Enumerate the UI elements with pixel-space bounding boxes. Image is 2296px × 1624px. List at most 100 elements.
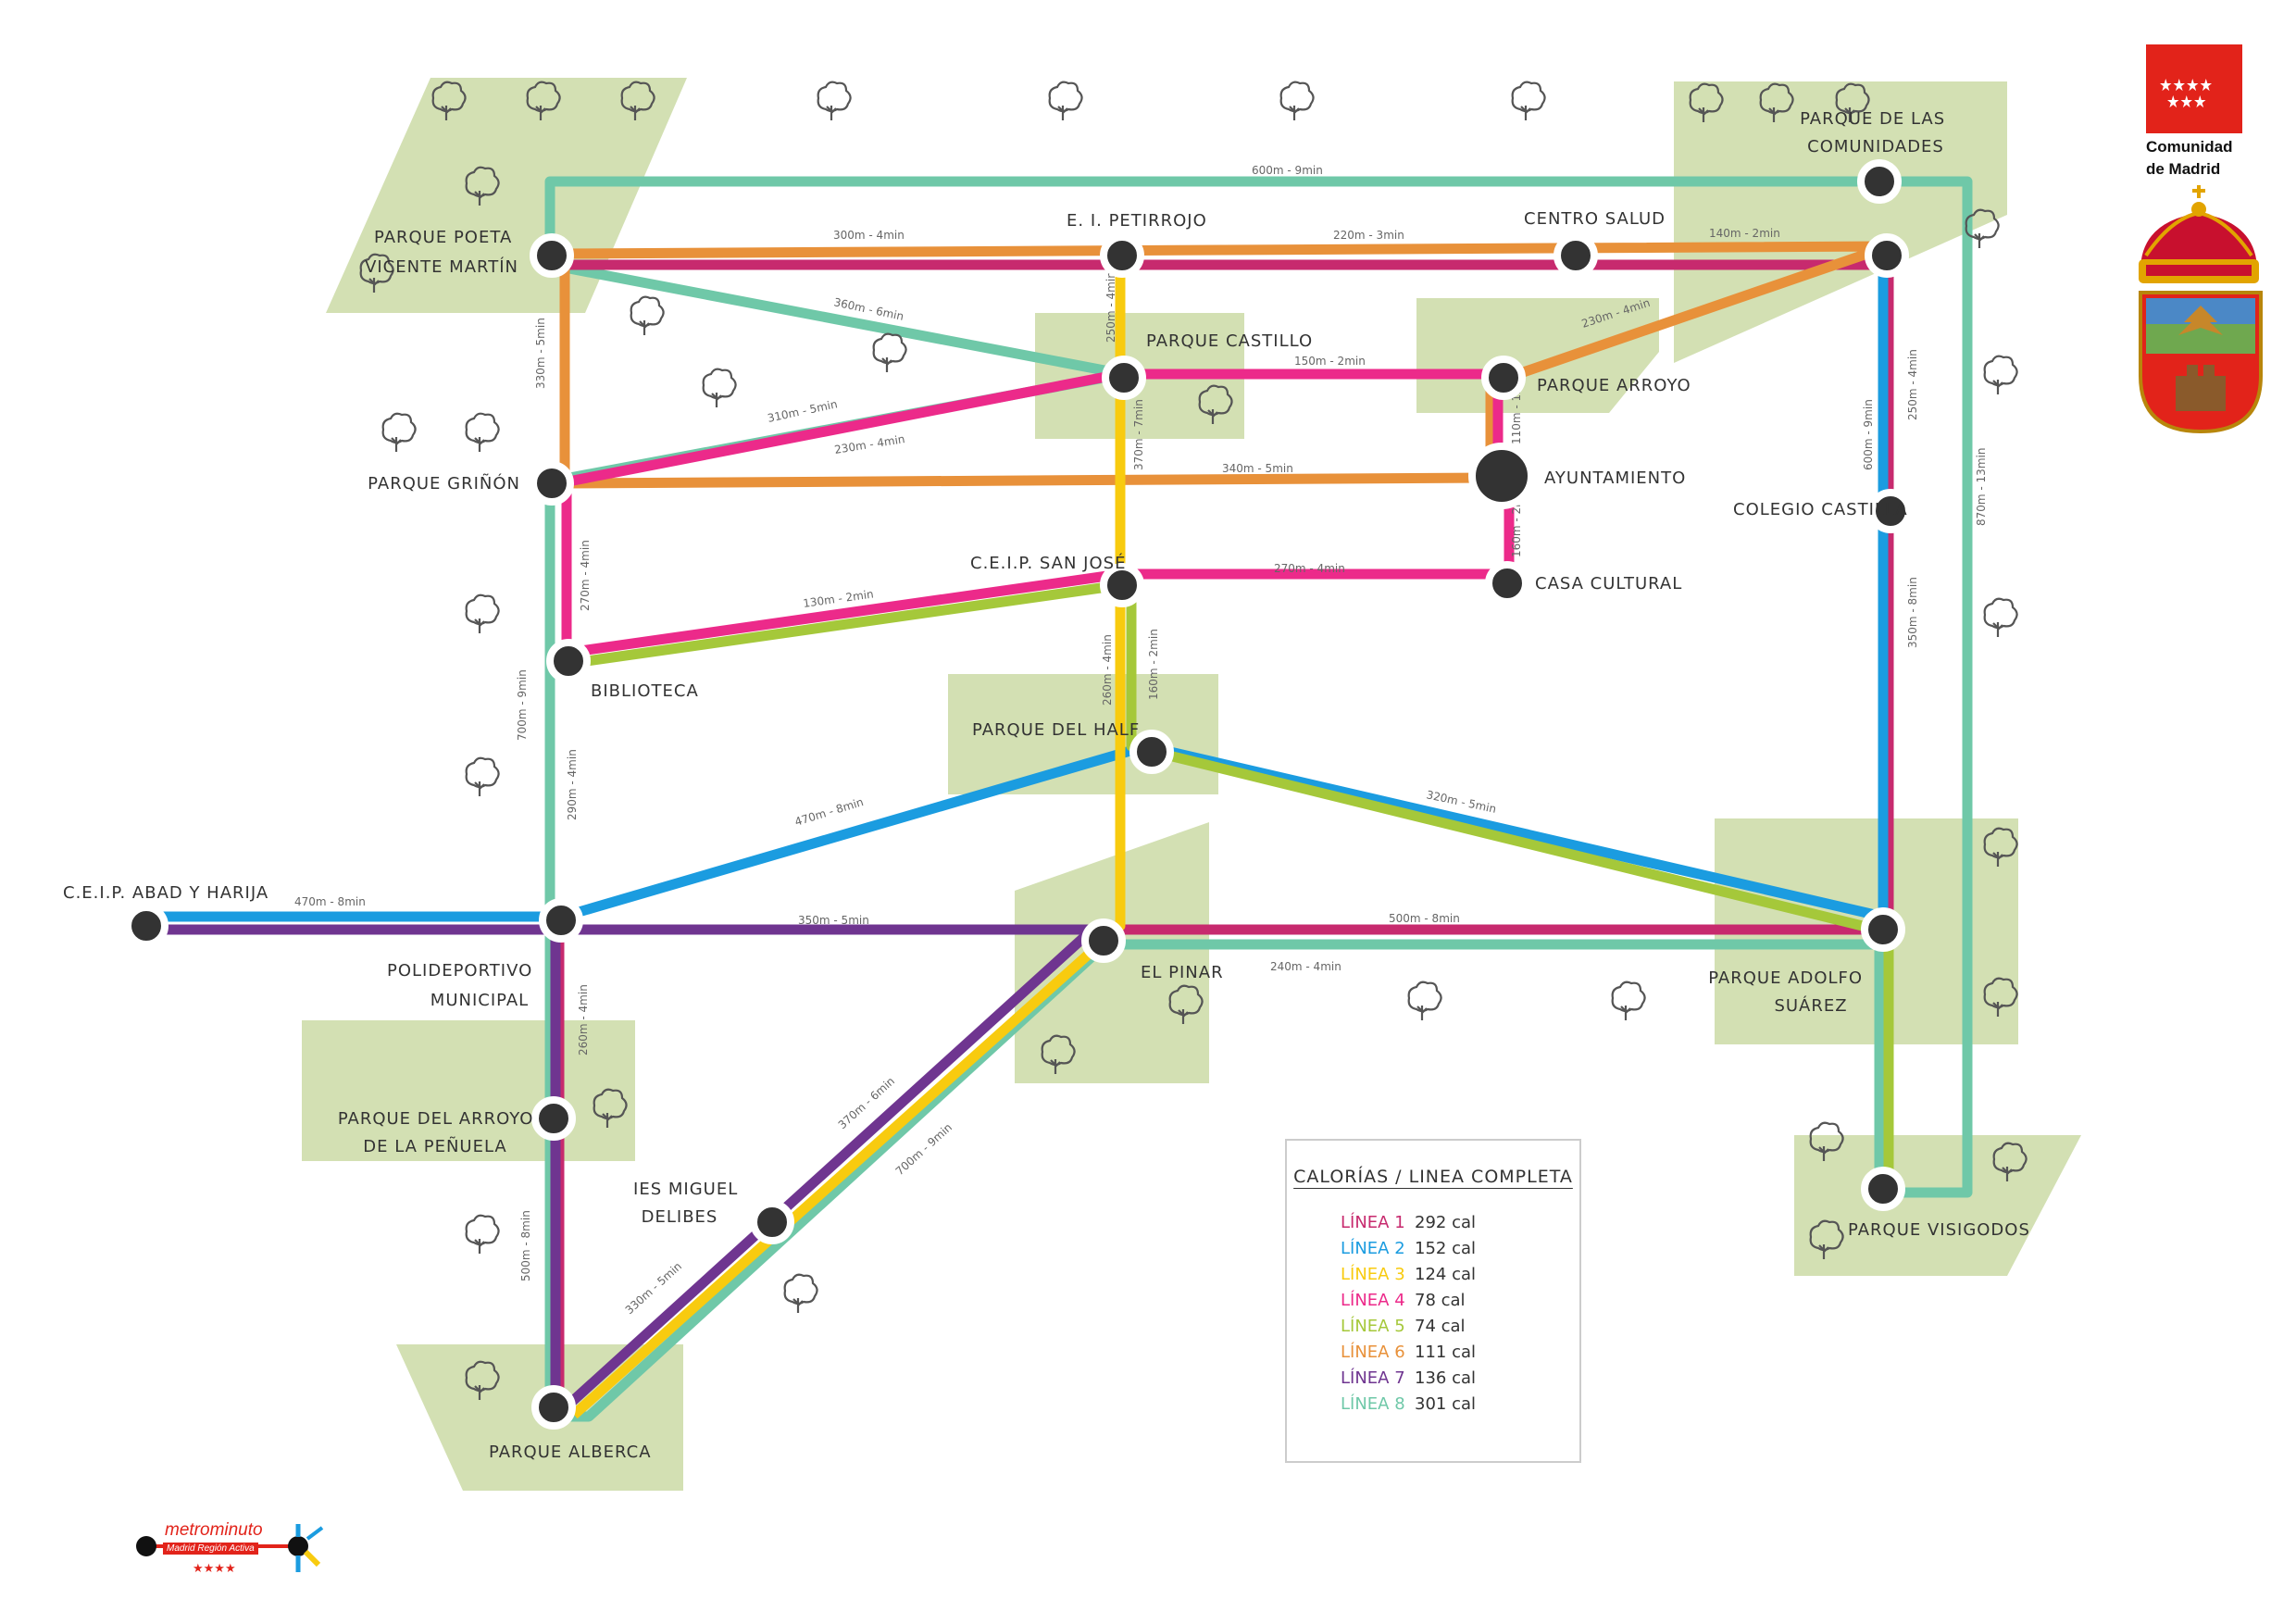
label-el-pinar: EL PINAR bbox=[1141, 963, 1224, 982]
comunidad-madrid-logo: ★★★★ ★★★ Comunidad de Madrid bbox=[2146, 44, 2248, 178]
legend-line-cal: 136 cal bbox=[1415, 1368, 1477, 1388]
station-parque-poeta[interactable] bbox=[530, 233, 574, 278]
tree-icon bbox=[817, 81, 852, 120]
tree-icon bbox=[431, 81, 467, 120]
tree-icon bbox=[1048, 81, 1083, 120]
label-ceip-abad: C.E.I.P. ABAD Y HARIJA bbox=[63, 883, 268, 903]
station-parque-comunidades[interactable] bbox=[1857, 159, 1902, 204]
label-ayuntamiento: AYUNTAMIENTO bbox=[1544, 468, 1686, 488]
legend-line-cal: 301 cal bbox=[1415, 1394, 1477, 1414]
station-polideportivo[interactable] bbox=[539, 898, 583, 943]
tree-icon bbox=[783, 1273, 818, 1313]
line-7 bbox=[148, 924, 1098, 1422]
station-parque-alberca[interactable] bbox=[531, 1385, 576, 1430]
station-labels: PARQUE POETA VICENTE MARTÍN E. I. PETIRR… bbox=[63, 109, 2030, 1462]
segment-label: 870m - 13min bbox=[1975, 448, 1988, 526]
label-parque-adolfo: PARQUE ADOLFO SUÁREZ bbox=[1708, 968, 1869, 1016]
station-parque-penuela[interactable] bbox=[531, 1096, 576, 1141]
tree-icon bbox=[1168, 984, 1204, 1024]
segment-label: 310m - 5min bbox=[767, 397, 839, 425]
tree-icon bbox=[359, 253, 394, 293]
tree-icon bbox=[465, 412, 500, 452]
station-petirrojo[interactable] bbox=[1100, 233, 1144, 278]
station-parque-visigodos[interactable] bbox=[1861, 1167, 1905, 1211]
tree-icon bbox=[465, 593, 500, 633]
legend-line-cal: 152 cal bbox=[1415, 1239, 1477, 1258]
segment-label: 350m - 8min bbox=[1906, 577, 1919, 648]
label-casa-cultural: CASA CULTURAL bbox=[1535, 574, 1682, 593]
station-parque-arroyo[interactable] bbox=[1481, 356, 1526, 400]
label-ies-miguel: IES MIGUEL DELIBES bbox=[633, 1180, 744, 1227]
station-parque-adolfo[interactable] bbox=[1861, 907, 1905, 952]
segment-label: 250m - 4min bbox=[1906, 349, 1919, 420]
tree-icon bbox=[381, 412, 417, 452]
label-parque-comunidades: PARQUE DE LAS COMUNIDADES bbox=[1800, 109, 1952, 156]
tree-icon bbox=[1983, 597, 2018, 637]
segment-label: 370m - 7min bbox=[1132, 399, 1145, 470]
station-biblioteca[interactable] bbox=[546, 639, 591, 683]
tree-icon bbox=[1511, 81, 1546, 120]
legend-line-name: LÍNEA 4 bbox=[1341, 1291, 1405, 1310]
madrid-logo-line1: Comunidad bbox=[2146, 138, 2233, 156]
segment-label: 260m - 4min bbox=[577, 984, 590, 1056]
station-el-pinar[interactable] bbox=[1081, 918, 1126, 963]
legend-line-name: LÍNEA 2 bbox=[1341, 1239, 1405, 1258]
label-ceip-san-jose: C.E.I.P. SAN JOSÉ bbox=[970, 553, 1126, 573]
legend-row: LÍNEA 2 152 cal bbox=[1341, 1239, 1476, 1258]
metrominuto-subtitle: Madrid Región Activa bbox=[163, 1543, 258, 1555]
station-ceip-san-jose[interactable] bbox=[1100, 563, 1144, 607]
station-parque-half[interactable] bbox=[1129, 730, 1174, 774]
station-colegio-castilla[interactable] bbox=[1868, 489, 1913, 533]
park-area-arroyo bbox=[1416, 298, 1659, 413]
tree-icon bbox=[1611, 981, 1646, 1020]
tree-icon bbox=[1992, 1142, 2028, 1181]
tree-icon bbox=[1983, 977, 2018, 1017]
station-centro-salud[interactable] bbox=[1554, 233, 1598, 278]
station-comunidades-b[interactable] bbox=[1865, 233, 1909, 278]
label-centro-salud: CENTRO SALUD bbox=[1524, 209, 1666, 229]
tree-icon bbox=[465, 1360, 500, 1400]
legend-line-cal: 111 cal bbox=[1415, 1343, 1477, 1362]
segment-label: 500m - 8min bbox=[519, 1210, 532, 1281]
trees bbox=[359, 81, 2028, 1400]
label-parque-arroyo: PARQUE ARROYO bbox=[1537, 376, 1691, 395]
tree-icon bbox=[620, 81, 655, 120]
segment-label: 240m - 4min bbox=[1270, 960, 1341, 973]
tree-icon bbox=[465, 166, 500, 206]
station-parque-grinon[interactable] bbox=[530, 461, 574, 506]
tree-icon bbox=[1835, 82, 1870, 122]
stations bbox=[124, 159, 1913, 1430]
tree-icon bbox=[526, 81, 561, 120]
segment-label: 350m - 5min bbox=[798, 914, 869, 927]
segment-labels: 600m - 9min 300m - 4min 220m - 3min 140m… bbox=[294, 164, 1988, 1317]
segment-label: 140m - 2min bbox=[1709, 227, 1780, 240]
legend-line-name: LÍNEA 5 bbox=[1341, 1317, 1405, 1336]
legend-line-cal: 78 cal bbox=[1415, 1291, 1466, 1310]
station-ceip-abad[interactable] bbox=[124, 904, 168, 948]
tree-icon bbox=[1279, 81, 1315, 120]
segment-label: 340m - 5min bbox=[1222, 462, 1293, 475]
label-colegio-castilla: COLEGIO CASTILLA bbox=[1733, 500, 1908, 519]
label-parque-visigodos: PARQUE VISIGODOS bbox=[1848, 1220, 2030, 1240]
station-casa-cultural[interactable] bbox=[1485, 561, 1529, 606]
line-5 bbox=[573, 580, 1894, 1193]
tree-icon bbox=[593, 1088, 628, 1128]
station-ayuntamiento[interactable] bbox=[1468, 443, 1535, 509]
legend-line-name: LÍNEA 1 bbox=[1341, 1213, 1405, 1232]
label-petirrojo: E. I. PETIRROJO bbox=[1067, 211, 1207, 231]
metrominuto-wordmark: metrominuto bbox=[165, 1520, 263, 1540]
segment-label: 500m - 8min bbox=[1389, 912, 1460, 925]
park-area-half bbox=[948, 674, 1218, 794]
segment-label: 470m - 8min bbox=[793, 795, 866, 829]
tree-icon bbox=[630, 295, 665, 335]
crown-icon bbox=[2139, 185, 2259, 283]
station-ies-miguel[interactable] bbox=[750, 1200, 794, 1244]
segment-label: 600m - 9min bbox=[1862, 399, 1875, 470]
legend-title: CALORÍAS / LINEA COMPLETA bbox=[1293, 1167, 1573, 1187]
station-parque-castillo[interactable] bbox=[1102, 356, 1146, 400]
